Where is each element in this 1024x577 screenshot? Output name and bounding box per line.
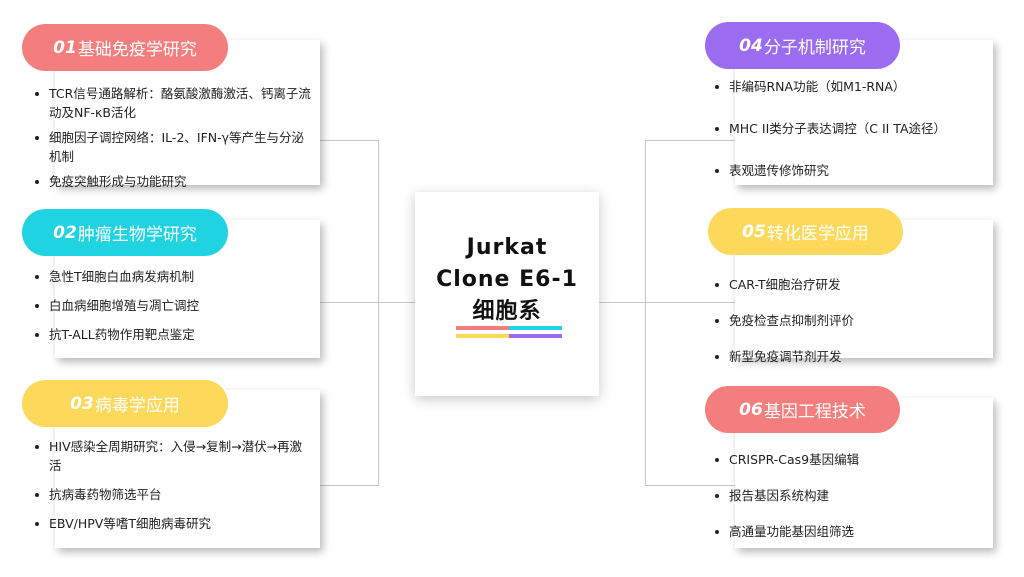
center-title-line2: Clone E6-1 bbox=[436, 267, 578, 292]
list-item: 表观遗传修饰研究 bbox=[711, 161, 987, 180]
section-title: 基础免疫学研究 bbox=[77, 40, 197, 60]
list-item: MHC II类分子表达调控（C II TA途径） bbox=[711, 119, 987, 138]
section-number: 02 bbox=[53, 222, 77, 243]
list-item: CRISPR-Cas9基因编辑 bbox=[711, 450, 987, 469]
section-title: 基因工程技术 bbox=[763, 402, 866, 422]
color-bar bbox=[456, 326, 509, 330]
connector bbox=[320, 140, 378, 141]
center-title-line1: Jurkat bbox=[466, 235, 548, 260]
list-item: 非编码RNA功能（如M1-RNA） bbox=[711, 77, 987, 96]
section-number: 03 bbox=[70, 393, 94, 414]
color-bar bbox=[509, 334, 562, 338]
list-item: 高通量功能基因组筛选 bbox=[711, 522, 987, 541]
item-list: TCR信号通路解析：酪氨酸激酶激活、钙离子流动及NF-κB活化细胞因子调控网络：… bbox=[31, 84, 314, 197]
section-title: 肿瘤生物学研究 bbox=[77, 225, 197, 245]
section-number: 06 bbox=[739, 399, 763, 420]
section-number: 01 bbox=[53, 37, 77, 58]
list-item: 新型免疫调节剂开发 bbox=[711, 347, 987, 366]
connector bbox=[645, 485, 735, 486]
section-title: 分子机制研究 bbox=[763, 38, 866, 58]
section-number: 05 bbox=[742, 221, 766, 242]
connector bbox=[645, 140, 735, 141]
item-list: HIV感染全周期研究：入侵→复制→潜伏→再激活抗病毒药物筛选平台 EBV/HPV等… bbox=[31, 437, 314, 543]
item-list: 非编码RNA功能（如M1-RNA） MHC II类分子表达调控（C II TA途径… bbox=[711, 77, 987, 203]
list-item: CAR-T细胞治疗研发 bbox=[711, 275, 987, 294]
list-item: TCR信号通路解析：酪氨酸激酶激活、钙离子流动及NF-κB活化 bbox=[31, 84, 314, 122]
connector bbox=[598, 302, 735, 303]
center-title-line3: 细胞系 bbox=[472, 299, 542, 324]
center-node: Jurkat Clone E6-1 细胞系 bbox=[415, 192, 599, 396]
color-bar bbox=[509, 326, 562, 330]
item-list: CAR-T细胞治疗研发免疫检查点抑制剂评价新型免疫调节剂开发 bbox=[711, 275, 987, 383]
connector bbox=[378, 140, 379, 486]
section-title: 病毒学应用 bbox=[94, 396, 180, 416]
connector bbox=[320, 302, 415, 303]
color-bar bbox=[456, 334, 509, 338]
list-item: 免疫突触形成与功能研究 bbox=[31, 172, 314, 191]
list-item: EBV/HPV等嗜T细胞病毒研究 bbox=[31, 514, 314, 533]
list-item: 急性T细胞白血病发病机制 bbox=[31, 267, 314, 286]
list-item: 报告基因系统构建 bbox=[711, 486, 987, 505]
section-title: 转化医学应用 bbox=[766, 224, 869, 244]
item-list: CRISPR-Cas9基因编辑报告基因系统构建高通量功能基因组筛选 bbox=[711, 450, 987, 558]
section-number: 04 bbox=[739, 35, 763, 56]
item-list: 急性T细胞白血病发病机制白血病细胞增殖与凋亡调控抗T-ALL药物作用靶点鉴定 bbox=[31, 267, 314, 354]
connector bbox=[645, 140, 646, 486]
list-item: HIV感染全周期研究：入侵→复制→潜伏→再激活 bbox=[31, 437, 314, 475]
list-item: 细胞因子调控网络：IL-2、IFN-γ等产生与分泌机制 bbox=[31, 128, 314, 166]
list-item: 白血病细胞增殖与凋亡调控 bbox=[31, 296, 314, 315]
list-item: 抗T-ALL药物作用靶点鉴定 bbox=[31, 325, 314, 344]
list-item: 免疫检查点抑制剂评价 bbox=[711, 311, 987, 330]
connector bbox=[320, 485, 378, 486]
list-item: 抗病毒药物筛选平台 bbox=[31, 485, 314, 504]
